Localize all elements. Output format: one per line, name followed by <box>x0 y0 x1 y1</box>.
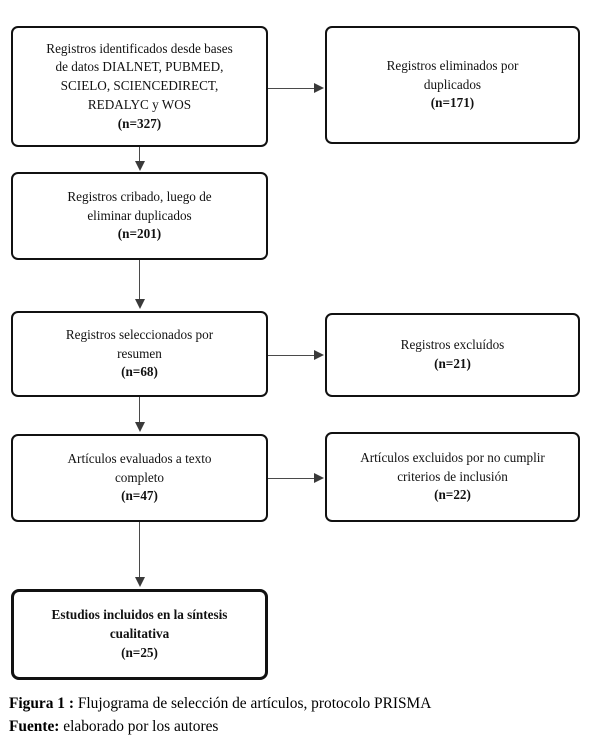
connector-full-text-to-included <box>139 522 140 578</box>
figure-caption-source-row: Fuente: elaborado por los autores <box>9 715 594 738</box>
node-included-line-1: Estudios incluidos en la síntesis <box>51 607 228 623</box>
arrowhead-screened-to-selected <box>135 299 145 309</box>
node-full-text-excluded-count: (n=22) <box>434 487 471 503</box>
node-selected-by-abstract-line-2: resumen <box>117 345 162 361</box>
node-selected-by-abstract-line-1: Registros seleccionados por <box>65 326 214 342</box>
connector-selected-to-records-excluded <box>268 355 315 356</box>
connector-identification-to-screened <box>139 147 140 163</box>
arrowhead-identification-to-duplicates <box>314 83 324 93</box>
connector-full-text-to-excluded <box>268 478 315 479</box>
figure-caption-label: Figura 1 : <box>9 695 74 712</box>
node-selected-by-abstract: Registros seleccionados por resumen (n=6… <box>11 311 268 397</box>
node-full-text-assessed-line-2: completo <box>114 469 165 485</box>
arrowhead-selected-to-records-excluded <box>314 350 324 360</box>
node-identification-line-3: SCIELO, SCIENCEDIRECT, <box>60 78 219 94</box>
node-records-excluded-line-1: Registros excluídos <box>400 337 505 353</box>
node-duplicates-removed: Registros eliminados por duplicados (n=1… <box>325 26 580 144</box>
node-included: Estudios incluidos en la síntesis cualit… <box>11 589 268 680</box>
node-duplicates-removed-line-1: Registros eliminados por <box>386 57 519 73</box>
prisma-flow-diagram: Registros identificados desde bases de d… <box>11 26 580 680</box>
node-identification-count: (n=327) <box>117 115 162 131</box>
connector-selected-to-full-text <box>139 397 140 424</box>
figure-caption-text: Flujograma de selección de artículos, pr… <box>73 695 432 712</box>
node-screened-line-1: Registros cribado, luego de <box>67 188 212 204</box>
node-full-text-excluded: Artículos excluidos por no cumplir crite… <box>325 432 580 522</box>
figure-caption: Figura 1 : Flujograma de selección de ar… <box>9 692 594 739</box>
node-identification-line-2: de datos DIALNET, PUBMED, <box>55 59 224 75</box>
node-full-text-assessed-count: (n=47) <box>121 488 158 504</box>
arrowhead-full-text-to-excluded <box>314 473 324 483</box>
node-identification-line-1: Registros identificados desde bases <box>46 40 233 56</box>
node-full-text-assessed: Artículos evaluados a texto completo (n=… <box>11 434 268 522</box>
node-full-text-assessed-line-1: Artículos evaluados a texto <box>67 450 212 466</box>
arrowhead-selected-to-full-text <box>135 422 145 432</box>
node-identification-line-4: REDALYC y WOS <box>87 96 192 112</box>
node-full-text-excluded-line-2: criterios de inclusión <box>397 468 508 484</box>
arrowhead-identification-to-screened <box>135 161 145 171</box>
connector-identification-to-duplicates <box>268 88 315 89</box>
node-full-text-excluded-line-1: Artículos excluidos por no cumplir <box>360 449 545 465</box>
node-included-count: (n=25) <box>121 644 158 660</box>
arrowhead-full-text-to-included <box>135 577 145 587</box>
node-screened-line-2: eliminar duplicados <box>87 207 192 223</box>
node-included-line-2: cualitativa <box>109 626 170 642</box>
node-records-excluded: Registros excluídos (n=21) <box>325 313 580 397</box>
node-duplicates-removed-count: (n=171) <box>430 95 475 111</box>
node-identification: Registros identificados desde bases de d… <box>11 26 268 147</box>
figure-caption-title-row: Figura 1 : Flujograma de selección de ar… <box>9 692 594 715</box>
figure-caption-source-text: elaborado por los autores <box>59 718 219 736</box>
node-screened: Registros cribado, luego de eliminar dup… <box>11 172 268 260</box>
node-screened-count: (n=201) <box>117 226 162 242</box>
node-selected-by-abstract-count: (n=68) <box>121 364 158 380</box>
connector-screened-to-selected <box>139 260 140 301</box>
figure-caption-source-label: Fuente: <box>9 718 60 736</box>
node-records-excluded-count: (n=21) <box>434 356 471 371</box>
node-duplicates-removed-line-2: duplicados <box>423 76 482 92</box>
